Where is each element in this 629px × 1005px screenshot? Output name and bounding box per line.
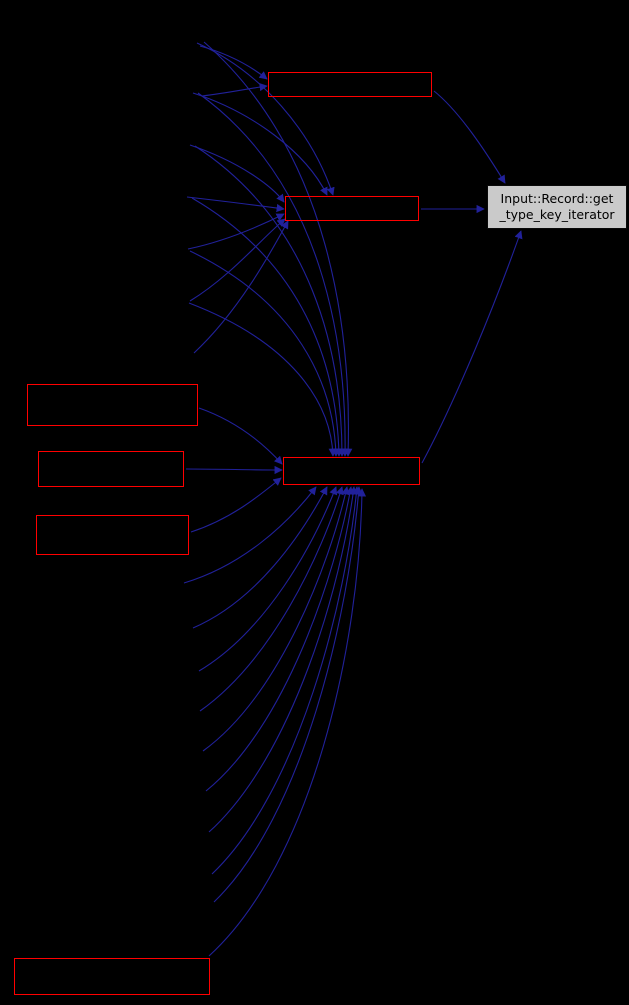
caller-node-center[interactable] bbox=[283, 457, 420, 485]
call-edge bbox=[189, 250, 340, 457]
caller-node-left-3[interactable] bbox=[36, 515, 189, 555]
caller-node-bottom[interactable] bbox=[14, 958, 210, 995]
caller-node-left-1[interactable] bbox=[27, 384, 198, 426]
call-edge bbox=[183, 486, 317, 584]
call-edge bbox=[193, 220, 289, 354]
call-edge bbox=[201, 82, 268, 97]
node-get-type-key-iterator[interactable]: Input::Record::get _type_key_iterator bbox=[487, 185, 627, 229]
call-edge bbox=[186, 196, 285, 213]
call-edge bbox=[198, 486, 338, 672]
call-edge bbox=[199, 45, 268, 80]
call-edge bbox=[192, 92, 328, 196]
call-edge bbox=[189, 218, 286, 302]
call-edge bbox=[205, 486, 354, 792]
call-edge bbox=[202, 486, 350, 752]
call-edge bbox=[194, 145, 347, 457]
caller-node-top[interactable] bbox=[268, 72, 432, 97]
call-edge bbox=[185, 465, 283, 475]
call-edge bbox=[199, 486, 344, 712]
node-label-line1: Input::Record::get bbox=[500, 190, 614, 206]
call-edge bbox=[421, 230, 523, 464]
call-edge bbox=[196, 42, 335, 196]
call-edge bbox=[211, 486, 361, 875]
call-edge bbox=[198, 407, 283, 465]
call-edge bbox=[208, 486, 358, 833]
call-edge bbox=[190, 477, 282, 533]
call-edge bbox=[187, 213, 285, 250]
node-label-line2: _type_key_iterator bbox=[499, 207, 615, 222]
call-edge bbox=[189, 144, 285, 203]
call-edge bbox=[191, 197, 343, 457]
call-edge bbox=[203, 41, 353, 457]
caller-node-left-2[interactable] bbox=[38, 451, 184, 487]
call-edge bbox=[433, 90, 506, 184]
call-edge bbox=[208, 488, 367, 957]
call-edge bbox=[197, 92, 350, 457]
call-edge bbox=[188, 302, 337, 457]
call-edge bbox=[192, 486, 328, 629]
caller-node-middle[interactable] bbox=[285, 196, 419, 221]
call-edge bbox=[213, 486, 363, 903]
